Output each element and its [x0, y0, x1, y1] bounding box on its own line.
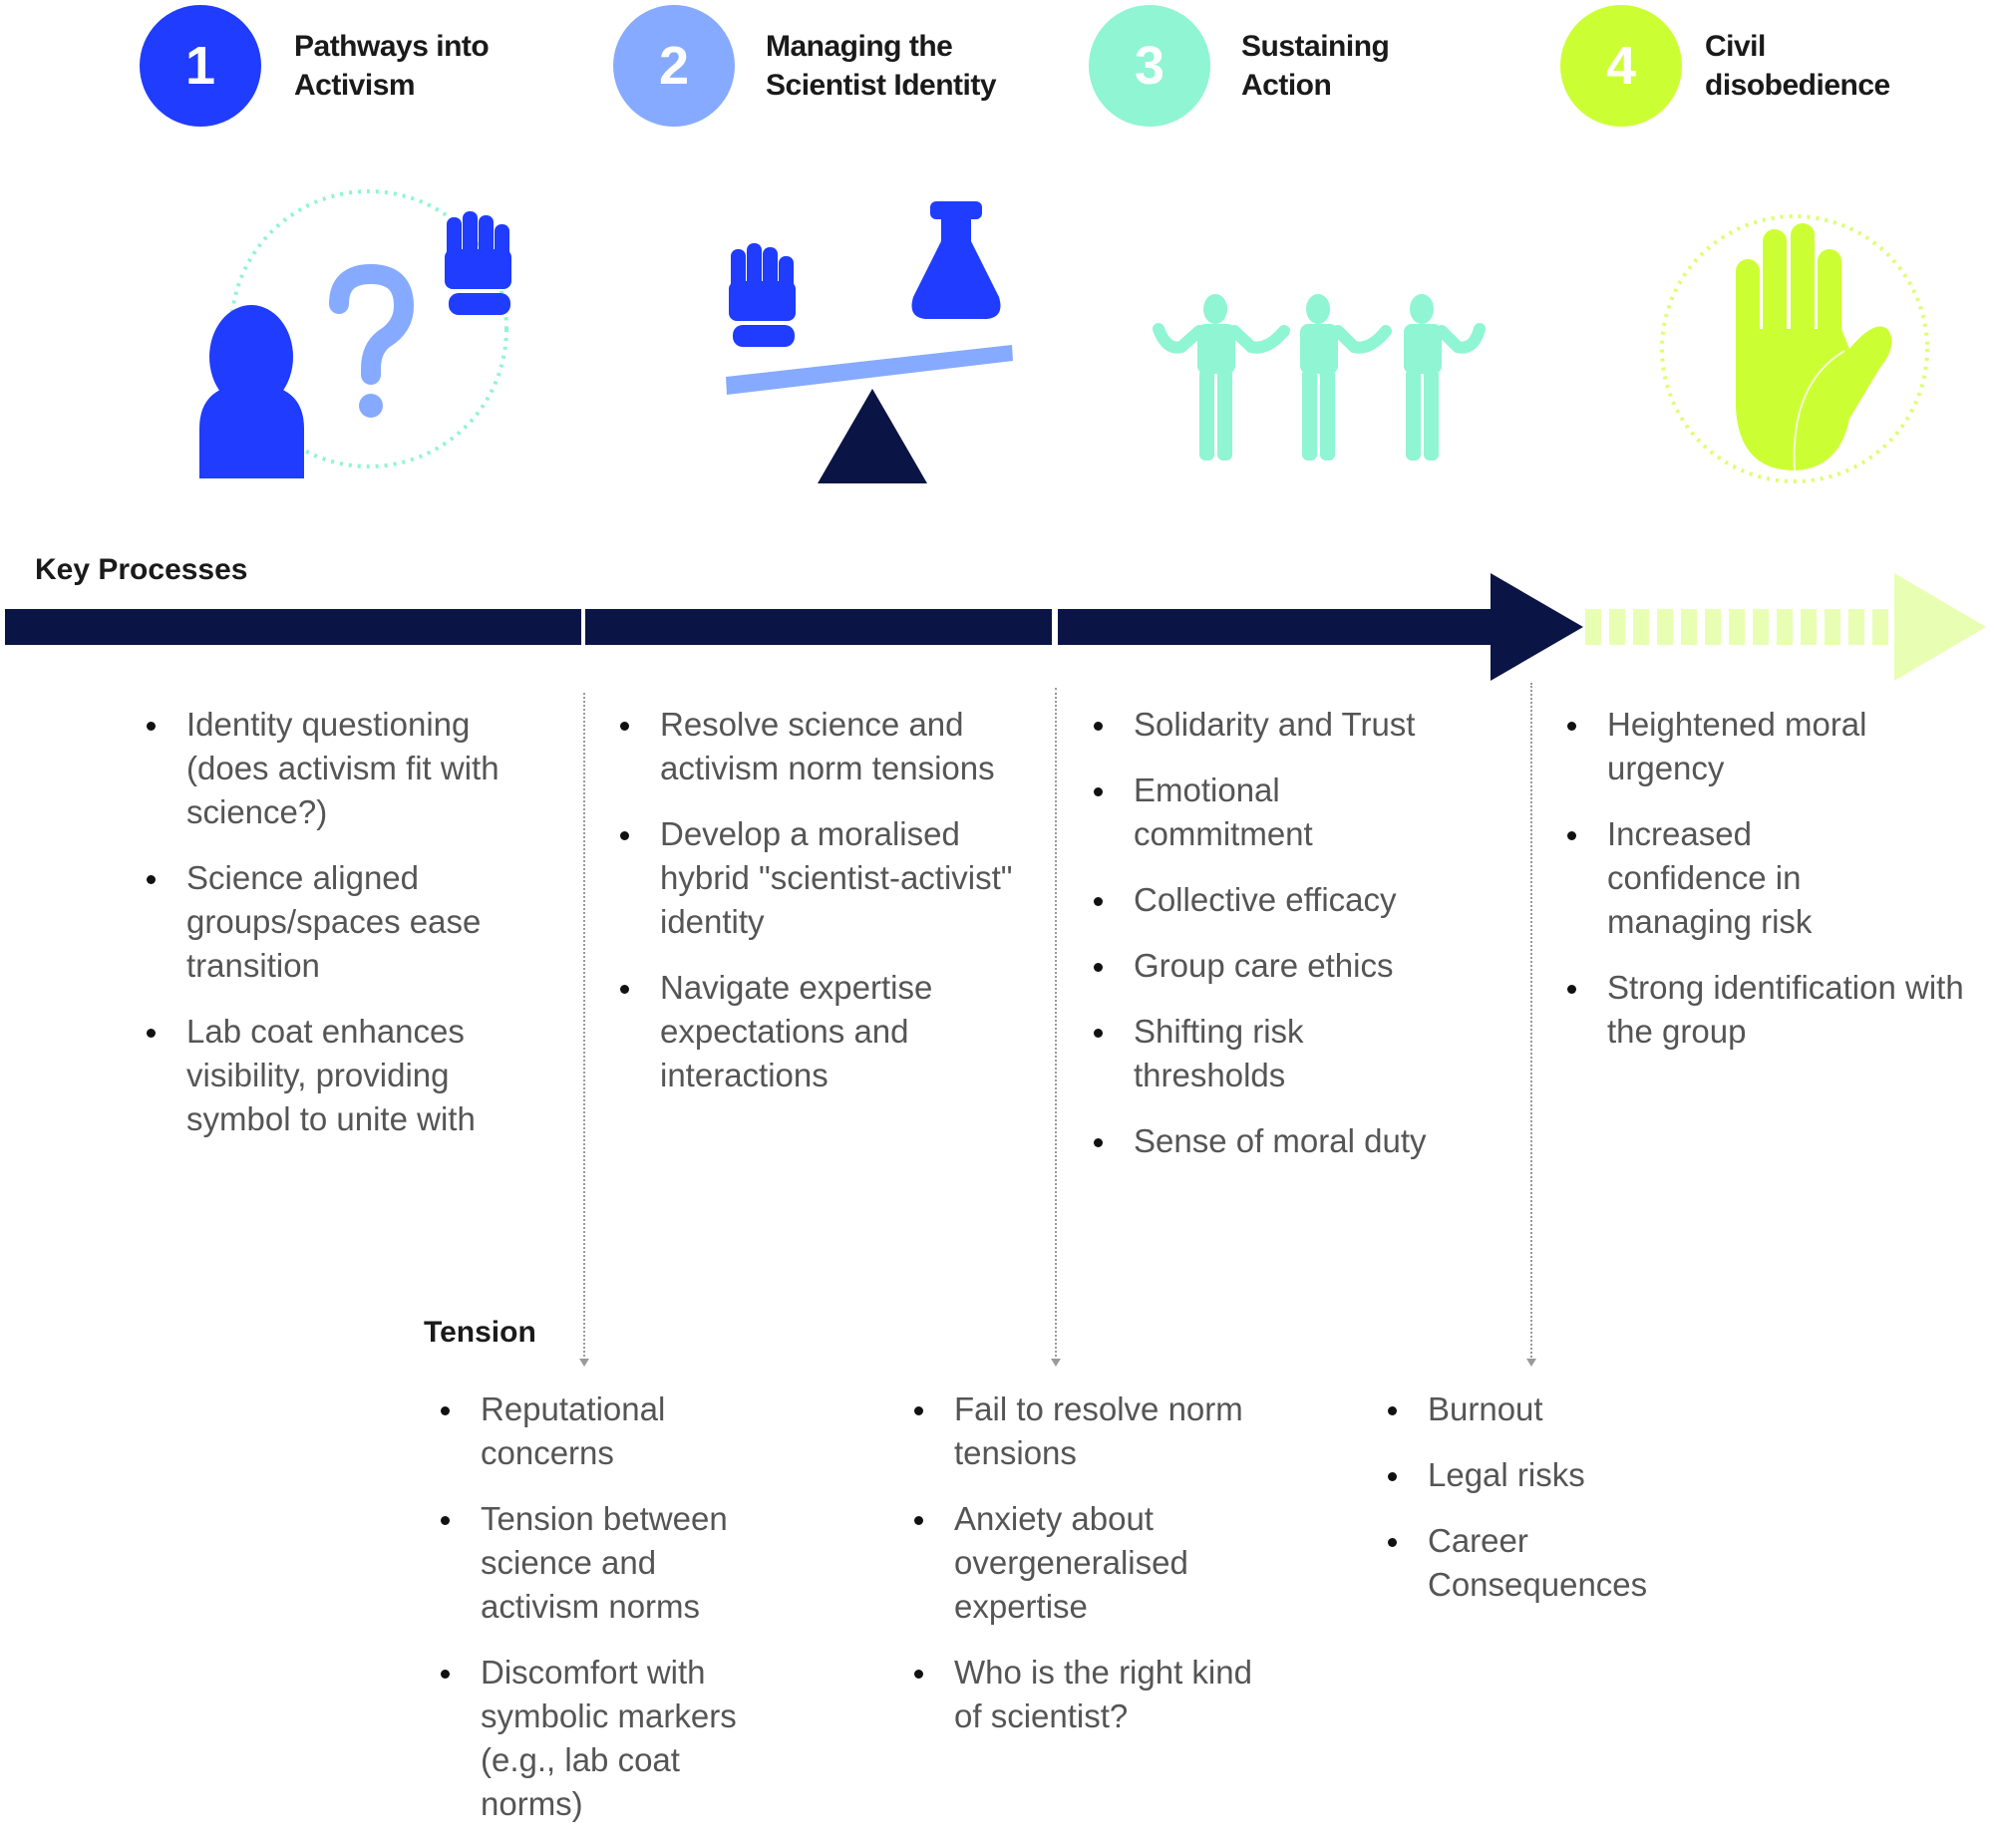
- balance-beam: [726, 345, 1013, 395]
- raised-hand-icon: [1660, 214, 1929, 483]
- raised-fist-icon: [729, 243, 796, 347]
- list-item: Shifting risk thresholds: [1092, 1010, 1393, 1097]
- key-processes-stage-3: Solidarity and Trust Emotional commitmen…: [1092, 703, 1500, 1185]
- list-item: Lab coat enhances visibility, providing …: [145, 1010, 543, 1141]
- stage-3-title-line2: Action: [1241, 69, 1332, 102]
- list-item: Solidarity and Trust: [1092, 703, 1500, 747]
- list-item: Burnout: [1386, 1387, 1705, 1431]
- stage-divider-2: [1051, 688, 1061, 1367]
- stage-1-title-line1: Pathways into: [294, 30, 490, 63]
- stage-2-title-line2: Scientist Identity: [766, 69, 997, 102]
- list-item: Science aligned groups/spaces ease trans…: [145, 856, 543, 988]
- timeline-bar-segment-2: [585, 609, 1052, 645]
- list-item: Discomfort with symbolic markers (e.g., …: [439, 1651, 790, 1826]
- stage-4-title: Civil disobedience: [1705, 27, 1994, 105]
- tension-stage-3-4: Burnout Legal risks Career Consequences: [1386, 1387, 1705, 1629]
- future-arrowhead: [1894, 573, 1986, 681]
- key-processes-stage-1: Identity questioning (does activism fit …: [145, 703, 543, 1163]
- stage-divider-1: [579, 693, 589, 1367]
- list-item: Strong identification with the group: [1565, 966, 1984, 1054]
- list-item: Tension between science and activism nor…: [439, 1497, 780, 1629]
- dotted-circle: [1660, 214, 1929, 483]
- timeline-arrowhead: [1491, 573, 1583, 681]
- key-processes-stage-4: Heightened moral urgency Increased confi…: [1565, 703, 1984, 1076]
- person-figure: [1197, 294, 1235, 461]
- list-item: Navigate expertise expectations and inte…: [618, 966, 1017, 1097]
- stage-4-title-line1: Civil: [1705, 30, 1766, 63]
- timeline-bar-segment-3: [1058, 609, 1496, 645]
- list-item: Resolve science and activism norm tensio…: [618, 703, 1017, 790]
- linked-arms: [1153, 323, 1486, 354]
- tension-label: Tension: [424, 1316, 536, 1349]
- balance-fist-flask-icon: [726, 201, 1013, 483]
- stage-2-title-line1: Managing the: [766, 30, 953, 63]
- future-dashed-arrow: [1585, 573, 1986, 681]
- list-item: Collective efficacy: [1092, 878, 1500, 922]
- list-item: Increased confidence in managing risk: [1565, 812, 1886, 944]
- balance-fulcrum: [818, 389, 927, 483]
- person-figure: [1404, 294, 1442, 461]
- list-item: Emotional commitment: [1092, 769, 1373, 856]
- stage-illustrations: [199, 189, 1929, 483]
- list-item: Who is the right kind of scientist?: [912, 1651, 1253, 1738]
- timeline-arrow: [5, 573, 1986, 681]
- flask-icon: [911, 201, 1001, 319]
- raised-fist-icon: [445, 211, 511, 315]
- stage-2-number-badge: 2: [613, 5, 735, 127]
- timeline-bar-segment-1: [5, 609, 581, 645]
- stage-3-number-badge: 3: [1089, 5, 1210, 127]
- list-item: Sense of moral duty: [1092, 1119, 1500, 1163]
- stage-1-number-badge: 1: [140, 5, 261, 127]
- key-processes-label: Key Processes: [35, 553, 248, 586]
- tension-stage-2-3: Fail to resolve norm tensions Anxiety ab…: [912, 1387, 1301, 1760]
- list-item: Legal risks: [1386, 1453, 1705, 1497]
- person-figure: [1300, 294, 1338, 461]
- stage-4-title-line2: disobedience: [1705, 69, 1890, 102]
- stage-1-title-line2: Activism: [294, 69, 416, 102]
- list-item: Identity questioning (does activism fit …: [145, 703, 543, 834]
- stage-4-number-badge: 4: [1560, 5, 1682, 127]
- list-item: Heightened moral urgency: [1565, 703, 1946, 790]
- question-mark-icon: [329, 263, 415, 418]
- linked-people-icon: [1153, 294, 1486, 461]
- list-item: Fail to resolve norm tensions: [912, 1387, 1301, 1475]
- list-item: Career Consequences: [1386, 1519, 1687, 1607]
- person-icon: [199, 305, 304, 478]
- stage-2-title: Managing the Scientist Identity: [766, 27, 1055, 105]
- list-item: Group care ethics: [1092, 944, 1500, 988]
- list-item: Anxiety about overgeneralised expertise: [912, 1497, 1253, 1629]
- key-processes-stage-2: Resolve science and activism norm tensio…: [618, 703, 1017, 1119]
- stage-3-title: Sustaining Action: [1241, 27, 1530, 105]
- stage-divider-3: [1526, 683, 1536, 1367]
- person-question-fist-icon: [199, 189, 511, 478]
- stage-3-title-line1: Sustaining: [1241, 30, 1390, 63]
- tension-stage-1-2: Reputational concerns Tension between sc…: [439, 1387, 798, 1848]
- stage-1-title: Pathways into Activism: [294, 27, 583, 105]
- list-item: Reputational concerns: [439, 1387, 740, 1475]
- list-item: Develop a moralised hybrid "scientist-ac…: [618, 812, 1017, 944]
